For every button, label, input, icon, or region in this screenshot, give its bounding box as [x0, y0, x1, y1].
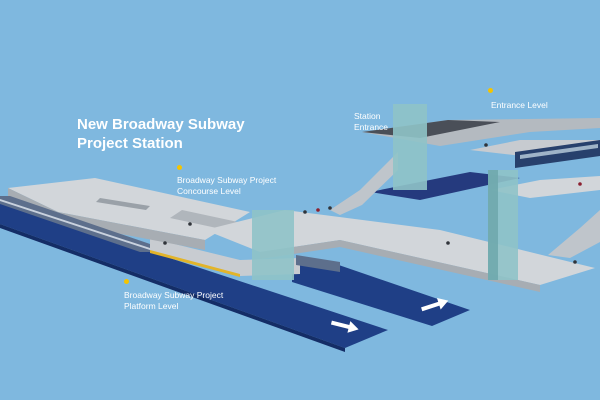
passenger: [303, 210, 307, 214]
track-left: [0, 202, 388, 348]
title-line-1: New Broadway Subway: [77, 116, 245, 133]
station-entrance-label: Station Entrance: [354, 111, 388, 132]
diagram-title: New Broadway Subway Project Station: [77, 115, 277, 153]
elevator-shaft-concourse: [252, 210, 294, 280]
concourse-label-line-2: Concourse Level: [177, 185, 241, 196]
escalator-left: [330, 152, 398, 215]
platform-level-marker: [124, 279, 129, 284]
track-left-edge: [0, 224, 345, 352]
platform-yellow-edge: [150, 250, 240, 277]
train-elevated-windows: [520, 144, 598, 159]
concourse-opening: [170, 210, 238, 230]
concourse-level-label: Broadway Subway Project Concourse Level: [177, 175, 276, 196]
concourse-level-marker: [177, 165, 182, 170]
elevator-shaft-right-shade: [488, 170, 498, 280]
title-line-2: Project Station: [77, 135, 183, 152]
platform-label-line-2: Platform Level: [124, 300, 179, 311]
entrance-level-label: Entrance Level: [491, 100, 548, 110]
station-entrance-line-1: Station: [354, 111, 381, 121]
train-right: [296, 255, 340, 272]
passenger: [316, 208, 320, 212]
concourse-slab-side: [8, 188, 205, 250]
passenger: [446, 241, 450, 245]
entrance-level-marker: [488, 88, 493, 93]
mid-slab: [370, 172, 520, 200]
passenger: [578, 182, 582, 186]
train-left: [0, 196, 150, 252]
passenger: [573, 260, 577, 264]
arrow-right-icon: [330, 320, 359, 333]
passenger: [328, 206, 332, 210]
passenger: [163, 241, 167, 245]
passenger: [188, 222, 192, 226]
platform-label-line-1: Broadway Subway Project: [124, 290, 224, 300]
platform-level-label: Broadway Subway Project Platform Level: [124, 290, 223, 311]
arrow-right-icon: [421, 298, 449, 312]
elevator-shaft-entrance: [393, 104, 427, 190]
passenger: [484, 143, 488, 147]
concourse-label-line-1: Broadway Subway Project: [177, 175, 277, 185]
station-entrance-line-2: Entrance: [354, 121, 389, 132]
concourse-bench: [96, 198, 150, 210]
escalator-right: [548, 210, 600, 258]
